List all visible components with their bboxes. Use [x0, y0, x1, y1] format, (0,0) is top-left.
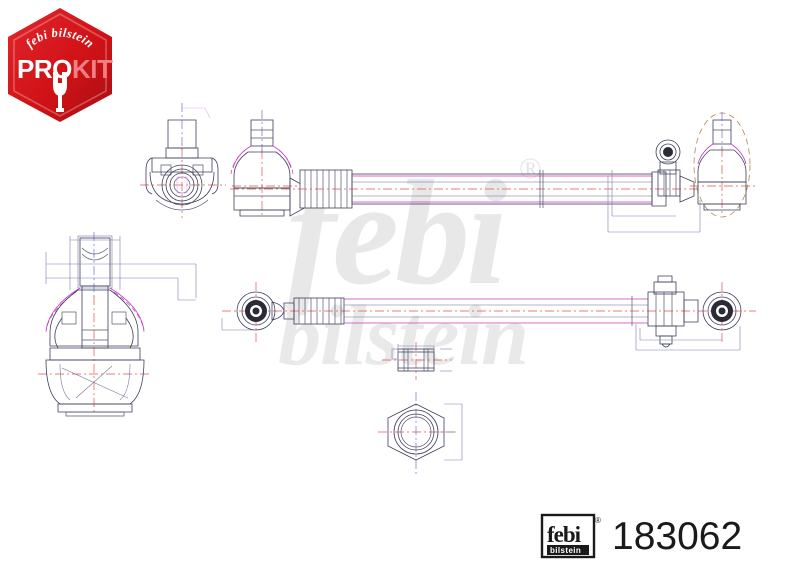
wrench-icon	[53, 72, 67, 112]
view-upper-assembly	[230, 110, 756, 233]
prokit-badge: febi bilstein PRO KIT	[8, 8, 114, 122]
badge-hexagon-shape	[8, 8, 112, 122]
view-hex-nut-side	[382, 342, 452, 380]
view-ball-joint-section	[38, 232, 197, 417]
watermark-registered-icon: ®	[519, 152, 542, 185]
part-number: 183062	[612, 514, 743, 558]
logo-registered-icon: ®	[595, 516, 601, 525]
febi-bilstein-logo: febi bilstein ®	[540, 513, 602, 559]
view-lower-assembly	[221, 275, 756, 351]
view-hex-nut-plan	[378, 392, 463, 474]
badge-kit-text: KIT	[72, 54, 113, 84]
view-ball-joint-top	[140, 103, 226, 218]
logo-bilstein-text: bilstein	[550, 546, 581, 555]
footer-branding: febi bilstein ® 183062	[540, 508, 790, 564]
logo-febi-text: febi	[547, 522, 582, 547]
